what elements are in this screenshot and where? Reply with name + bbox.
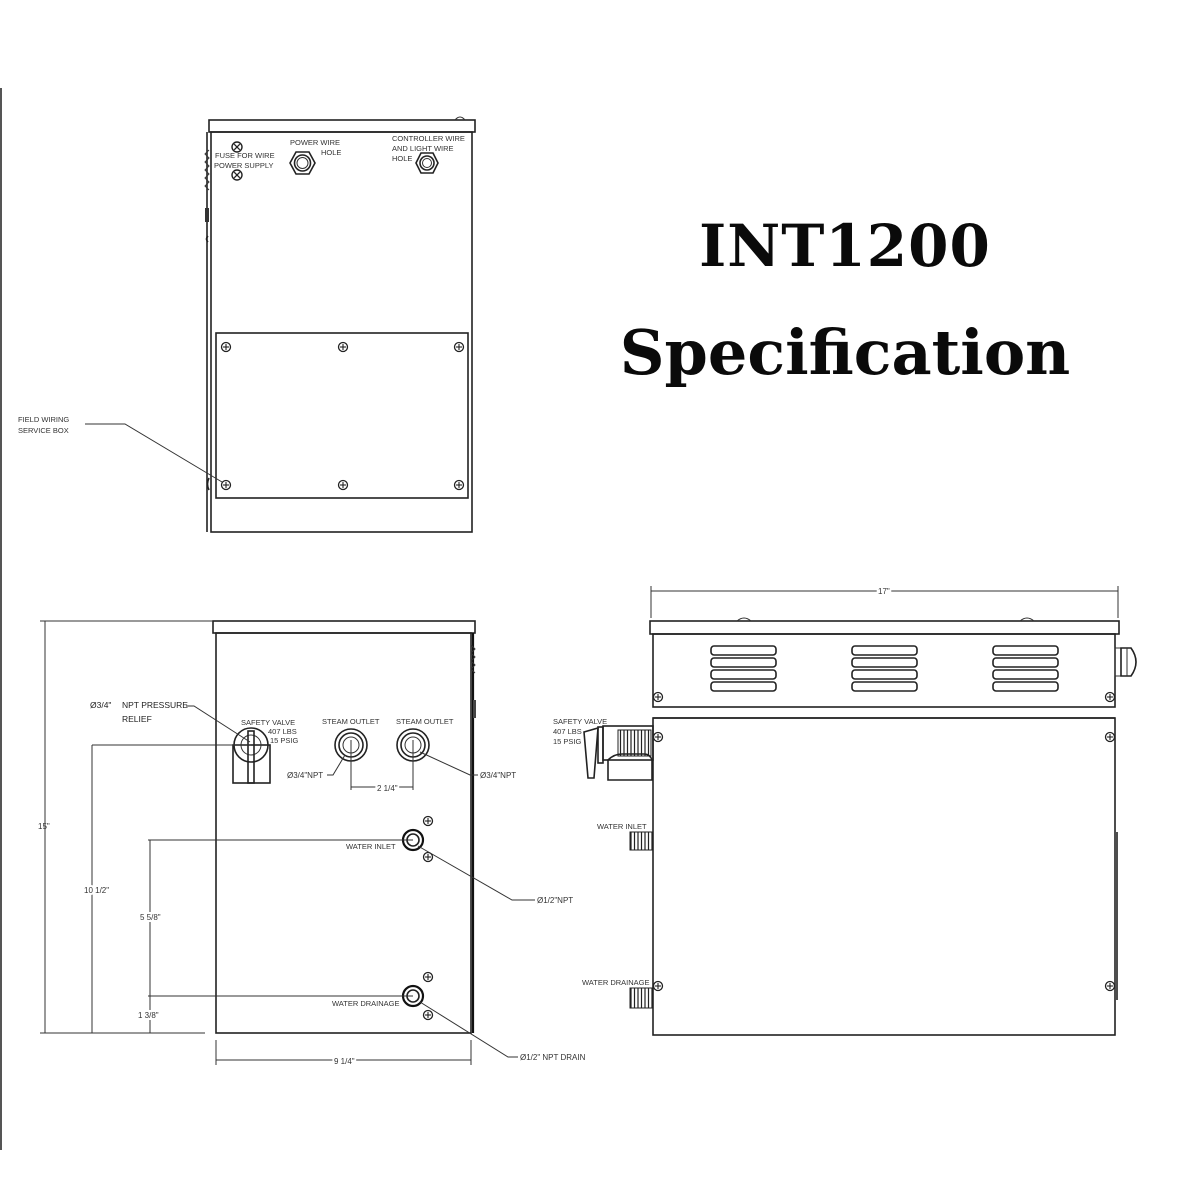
steam-outlet-1-dia: Ø3/4"NPT [287,771,323,780]
fuse-label: POWER SUPPLY [214,161,273,170]
width-dim: 9 1/4" [334,1057,355,1066]
water-inlet-dia: Ø1/2"NPT [537,896,573,905]
side-safety-valve-icon [583,725,654,781]
inlet-height-dim: 5 5/8" [140,913,161,922]
side-safety-valve-label: 15 PSIG [553,737,582,746]
side-water-drainage-label: WATER DRAINAGE [582,978,650,987]
safety-valve-label: 15 PSIG [270,736,299,745]
pressure-relief-dia: Ø3/4" [90,700,111,710]
field-wiring-service-box [215,332,469,499]
drain-dia: Ø1/2" NPT DRAIN [520,1053,586,1062]
safety-valve-icon [232,727,271,784]
pressure-relief-label: NPT PRESSURE [122,700,188,710]
controller-wire-label: AND LIGHT WIRE [392,144,454,153]
fuse-icon [231,169,243,181]
front-view: SAFETY VALVE 407 LBS 15 PSIG Ø3/4" NPT P… [38,620,586,1068]
side-view: 17" [553,585,1137,1036]
steam-outlet-2-label: STEAM OUTLET [396,717,454,726]
vent-icon [710,645,777,692]
outlet-spacing-dim: 2 1/4" [377,784,398,793]
water-inlet-label: WATER INLET [346,842,396,851]
side-water-inlet-icon [629,831,653,851]
height-dim: 15" [38,822,50,831]
specification-title: Specification [619,316,1071,389]
water-drainage-label: WATER DRAINAGE [332,999,400,1008]
cable-gland-icon [1114,647,1137,677]
power-wire-label: POWER WIRE [290,138,340,147]
safety-valve-label: 407 LBS [268,727,297,736]
fuse-label: FUSE FOR WIRE [215,151,275,160]
field-wiring-label: FIELD WIRING [18,415,69,424]
vent-icon [851,645,918,692]
vent-icon [992,645,1059,692]
drain-height-dim: 1 3/8" [138,1011,159,1020]
safety-valve-label: SAFETY VALVE [241,718,295,727]
side-water-inlet-label: WATER INLET [597,822,647,831]
top-view: FUSE FOR WIRE POWER SUPPLY POWER WIRE HO… [18,116,476,533]
steam-outlet-1-icon [334,728,368,790]
power-wire-label: HOLE [321,148,341,157]
side-water-drainage-icon [629,987,653,1009]
steam-outlet-1-label: STEAM OUTLET [322,717,380,726]
length-dim: 17" [878,587,890,596]
model-title: INT1200 [699,212,991,280]
controller-wire-gland-icon [415,152,439,174]
side-safety-valve-label: 407 LBS [553,727,582,736]
steam-outlet-2-icon [396,728,430,790]
controller-wire-label: CONTROLLER WIRE [392,134,465,143]
pressure-relief-label: RELIEF [122,714,152,724]
power-wire-gland-icon [289,151,316,175]
field-wiring-label: SERVICE BOX [18,426,69,435]
side-safety-valve-label: SAFETY VALVE [553,717,607,726]
safety-valve-height-dim: 10 1/2" [84,886,109,895]
steam-outlet-2-dia: Ø3/4"NPT [480,771,516,780]
controller-wire-label: HOLE [392,154,412,163]
